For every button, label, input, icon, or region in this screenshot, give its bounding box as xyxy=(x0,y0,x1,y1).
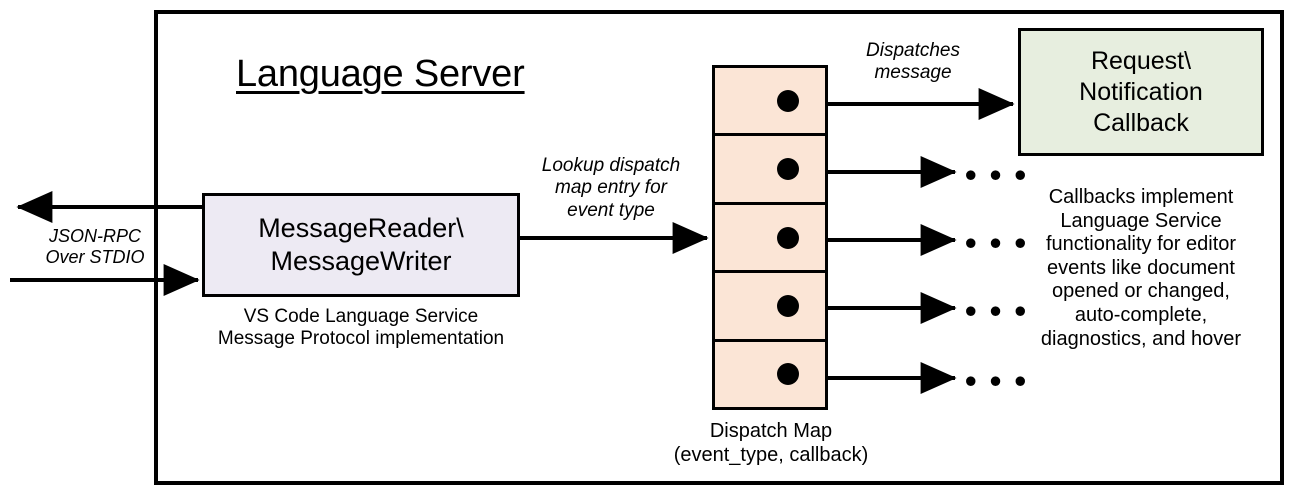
language-server-container xyxy=(154,10,1284,485)
callback-pointer-dot xyxy=(777,363,799,386)
callback-caption-line5: opened or changed, xyxy=(1052,280,1230,303)
dispatch-map-row[interactable] xyxy=(715,205,825,274)
dispatch-map-caption: Dispatch Map(event_type, callback) xyxy=(653,420,889,467)
callback-caption-line4: events like document xyxy=(1047,256,1235,279)
lookup-label-line1: Lookup dispatch xyxy=(541,155,681,176)
callback-pointer-dot xyxy=(777,226,799,249)
reader-caption-line2: Message Protocol implementation xyxy=(217,328,505,350)
map-caption-line2: (event_type, callback) xyxy=(673,443,869,466)
callback-caption-line7: diagnostics, and hover xyxy=(1040,327,1242,350)
reader-box-line1: MessageReader\ xyxy=(258,213,464,244)
callback-caption-line2: Language Service xyxy=(1060,209,1222,232)
callback-caption-line6: auto-complete, xyxy=(1074,303,1208,326)
lookup-label-line2: map entry for xyxy=(555,177,667,199)
map-caption-line1: Dispatch Map xyxy=(709,420,833,442)
transport-label-line2: Over STDIO xyxy=(45,247,145,268)
dispatch-map-row[interactable] xyxy=(715,342,825,407)
transport-label-line1: JSON-RPC xyxy=(48,226,141,246)
dispatch-map-row[interactable] xyxy=(715,68,825,137)
lookup-label-line3: event type xyxy=(567,199,655,221)
dispatch-label-line2: message xyxy=(874,62,952,84)
callback-pointer-dot xyxy=(777,89,799,112)
ellipsis-row3: • • • xyxy=(965,224,1028,261)
message-reader-writer-box[interactable]: MessageReader\ MessageWriter xyxy=(202,193,520,297)
request-notification-callback-box[interactable]: Request\ Notification Callback xyxy=(1018,28,1264,156)
callback-box-line3: Callback xyxy=(1093,108,1189,137)
ellipsis-row5: • • • xyxy=(965,362,1028,399)
dispatch-map-table[interactable] xyxy=(712,65,828,410)
callback-caption-line3: functionality for editor xyxy=(1045,233,1237,256)
dispatch-label-line1: Dispatches xyxy=(866,40,960,61)
callback-box-line1: Request\ xyxy=(1090,46,1192,75)
reader-caption-line1: VS Code Language Service xyxy=(243,306,479,327)
callback-pointer-dot xyxy=(777,158,799,181)
callback-pointer-dot xyxy=(777,294,799,317)
ellipsis-row4: • • • xyxy=(965,292,1028,329)
reader-box-line2: MessageWriter xyxy=(270,246,452,276)
dispatch-map-row[interactable] xyxy=(715,273,825,342)
callback-box-line2: Notification xyxy=(1079,77,1203,106)
page-title: Language Server xyxy=(236,53,525,95)
ellipsis-row2: • • • xyxy=(965,156,1028,193)
dispatch-map-row[interactable] xyxy=(715,136,825,205)
callback-caption-line1: Callbacks implement xyxy=(1048,186,1234,208)
